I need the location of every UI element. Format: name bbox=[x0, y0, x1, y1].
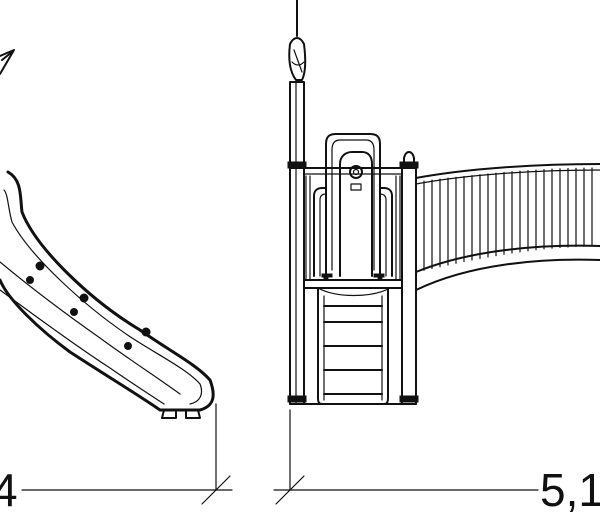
left-railing-infill bbox=[305, 175, 311, 281]
ladder-rungs bbox=[323, 305, 383, 395]
right-railing-infill bbox=[395, 175, 401, 281]
slide-chute-outer bbox=[0, 170, 215, 412]
entrance-frame bbox=[325, 133, 381, 277]
bridge-slats bbox=[423, 167, 593, 271]
slide-bolt bbox=[124, 342, 132, 350]
dimension-tick bbox=[275, 475, 305, 505]
panel-porthole bbox=[349, 165, 363, 179]
deck-bracket bbox=[373, 273, 385, 278]
post-clamp bbox=[287, 395, 307, 403]
slide-chute-inner bbox=[3, 189, 203, 405]
entrance-frame-inner bbox=[331, 139, 375, 271]
rope-grip-detail bbox=[291, 49, 305, 73]
bridge-deck-upper bbox=[415, 244, 600, 273]
slide-lower-rail bbox=[0, 289, 165, 405]
slide-foot bbox=[161, 409, 201, 419]
deck-bracket bbox=[321, 273, 333, 278]
right-post-finial bbox=[403, 151, 415, 167]
dimension-label-right: 5,1 bbox=[540, 464, 600, 516]
arched-bridge bbox=[415, 163, 600, 291]
right-post bbox=[401, 165, 417, 405]
rope-grip bbox=[288, 37, 307, 81]
slide-side-rail bbox=[0, 261, 181, 395]
panel-porthole-inner bbox=[352, 168, 360, 176]
bridge-top-rail-inner bbox=[415, 169, 600, 185]
panel-slot bbox=[350, 183, 362, 191]
slide-bolt bbox=[26, 276, 34, 284]
tower-elevation bbox=[287, 0, 419, 405]
central-panel bbox=[339, 151, 373, 277]
left-post bbox=[289, 81, 305, 405]
right-handrail bbox=[379, 187, 393, 277]
dimension-tick bbox=[201, 475, 231, 505]
cropped-arrow-fragment bbox=[0, 49, 15, 75]
right-handrail-inner bbox=[379, 193, 387, 277]
slide-bolt bbox=[79, 293, 89, 303]
deck-skirt bbox=[317, 287, 391, 297]
bridge-deck-lower bbox=[415, 258, 600, 291]
slide-bolt bbox=[141, 327, 151, 337]
left-handrail bbox=[313, 187, 327, 277]
slide-elevation bbox=[0, 49, 215, 419]
dimension-annotations: 4 5,1 bbox=[0, 403, 600, 516]
slide-bolt bbox=[70, 308, 78, 316]
slide-bolt bbox=[35, 261, 45, 271]
bridge-top-rail bbox=[415, 163, 600, 179]
left-handrail-inner bbox=[319, 193, 327, 277]
post-clamp bbox=[399, 395, 419, 403]
dimension-label-left: 4 bbox=[0, 464, 18, 516]
